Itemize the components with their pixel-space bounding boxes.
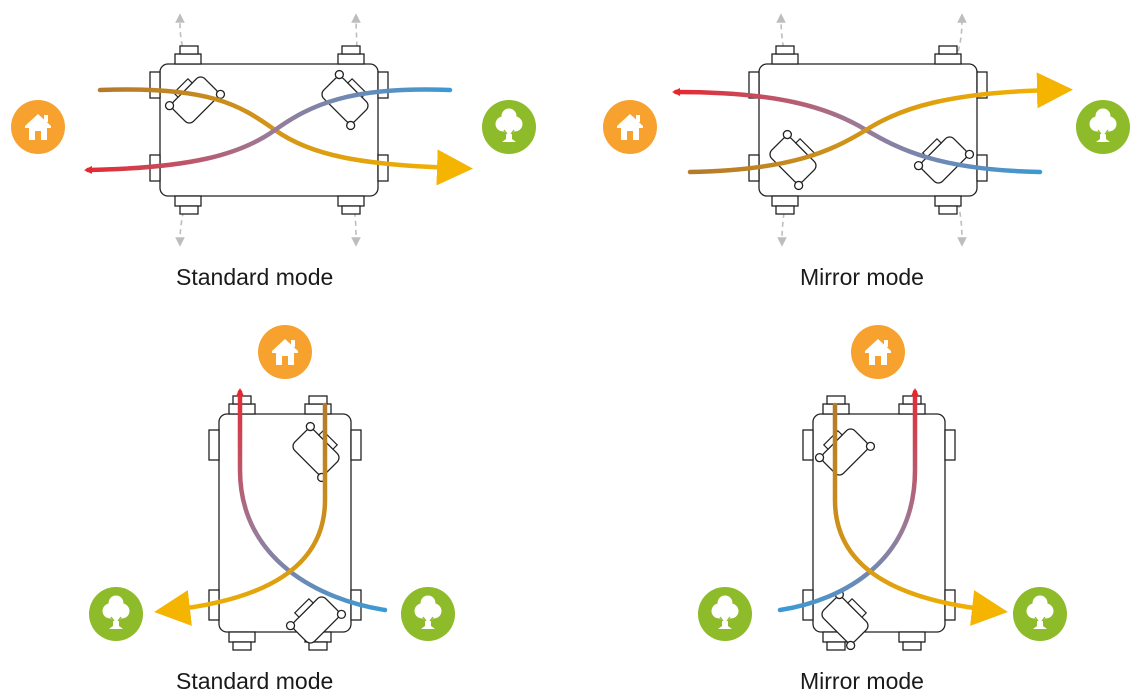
caption-standard-mode: Standard mode	[176, 668, 334, 694]
airflow-extract	[687, 72, 1073, 175]
tree-icon	[697, 586, 753, 642]
house-icon	[11, 100, 65, 154]
panel-mirror-horizontal	[603, 13, 1131, 247]
heat-recovery-unit	[802, 395, 956, 652]
airflow-supply	[777, 388, 919, 613]
airflow-supply	[84, 87, 453, 174]
panel-mirror-vertical	[697, 325, 1068, 652]
panel-standard-horizontal	[11, 13, 537, 247]
tree-icon	[400, 586, 456, 642]
heat-recovery-unit	[149, 45, 389, 215]
house-icon	[603, 100, 657, 154]
caption-standard-mode: Standard mode	[176, 264, 334, 290]
tree-icon	[88, 586, 144, 642]
airflow-extract	[154, 402, 328, 626]
tree-icon	[1075, 99, 1131, 155]
airflow-supply	[236, 388, 388, 613]
airflow-extract	[832, 402, 1008, 626]
tree-icon	[1012, 586, 1068, 642]
caption-mirror-mode: Mirror mode	[800, 264, 924, 290]
caption-mirror-mode: Mirror mode	[800, 668, 924, 694]
panel-standard-vertical	[88, 325, 456, 652]
house-icon	[851, 325, 905, 379]
house-icon	[258, 325, 312, 379]
tree-icon	[481, 99, 537, 155]
heat-recovery-unit	[208, 395, 362, 652]
